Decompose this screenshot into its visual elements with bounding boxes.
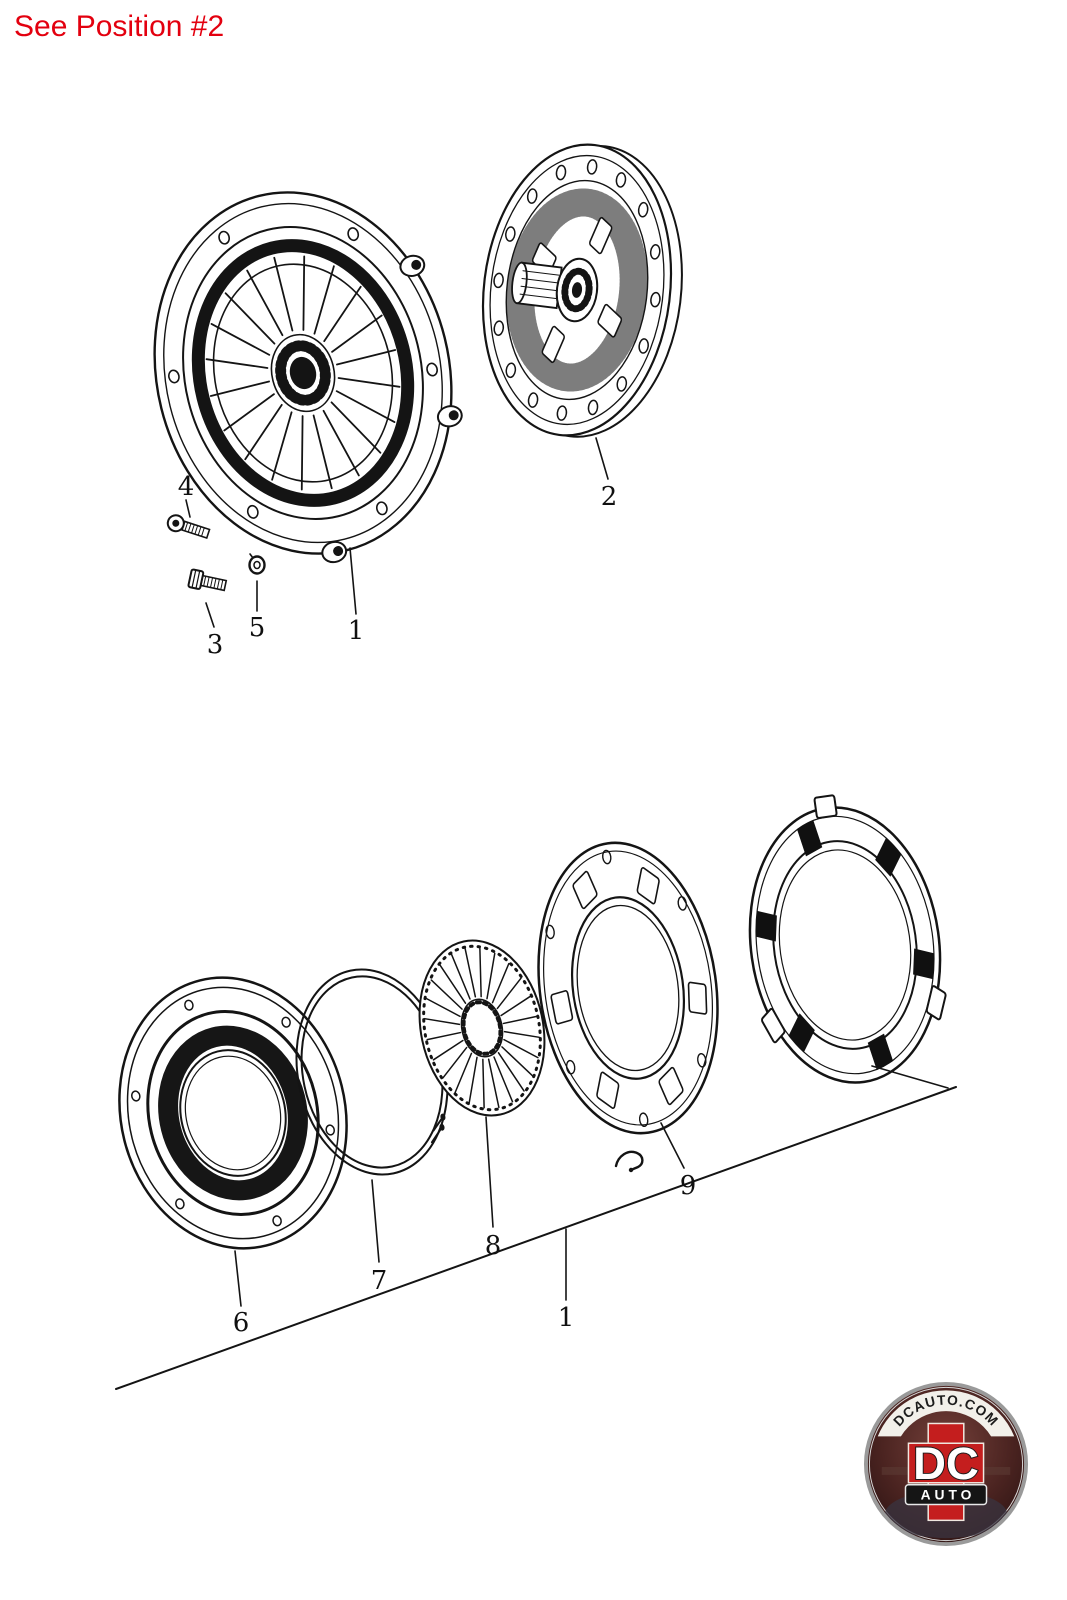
part-label-3: 3 — [206, 630, 224, 660]
logo-auto-band — [904, 1484, 988, 1506]
part-label-6: 6 — [232, 1308, 250, 1338]
part-label-9: 9 — [679, 1171, 697, 1201]
lock-washer-drawing — [250, 554, 265, 574]
hex-bolt-drawing — [188, 569, 227, 594]
release-lug — [320, 539, 348, 564]
release-lug — [436, 404, 464, 429]
tabbed-ring-drawing — [731, 783, 957, 1094]
part-label-2: 2 — [600, 482, 618, 512]
bottom-leader-lines — [235, 1066, 948, 1306]
retainer-plate-drawing — [521, 831, 736, 1145]
part-label-4: 4 — [177, 472, 195, 502]
dcauto-logo: DCAUTO.COM DC AUTO — [862, 1380, 1030, 1548]
assembly-axis-line — [116, 1087, 956, 1389]
part-label-5: 5 — [248, 613, 266, 643]
cover-ring-drawing — [91, 953, 374, 1272]
see-position-note: See Position #2 — [14, 10, 225, 43]
part-label-1-top: 1 — [347, 616, 365, 646]
socket-bolt-drawing — [166, 513, 211, 541]
part-label-8: 8 — [484, 1231, 502, 1261]
part-label-1-bottom: 1 — [557, 1303, 575, 1333]
release-lug — [398, 253, 426, 278]
top-leader-lines — [186, 438, 608, 627]
pressure-plate-drawing — [117, 161, 491, 594]
part-label-7: 7 — [370, 1266, 388, 1296]
splined-hub — [509, 251, 601, 324]
logo-red-cross — [907, 1442, 985, 1484]
logo-banner-arc — [872, 1390, 1020, 1437]
logo-auto-text: AUTO — [921, 1487, 976, 1503]
retaining-clip-drawing — [616, 1152, 642, 1173]
logo-dc-text: DC — [913, 1438, 979, 1489]
clutch-disc-drawing — [467, 134, 698, 448]
diaphragm-spring-drawing — [404, 929, 560, 1127]
